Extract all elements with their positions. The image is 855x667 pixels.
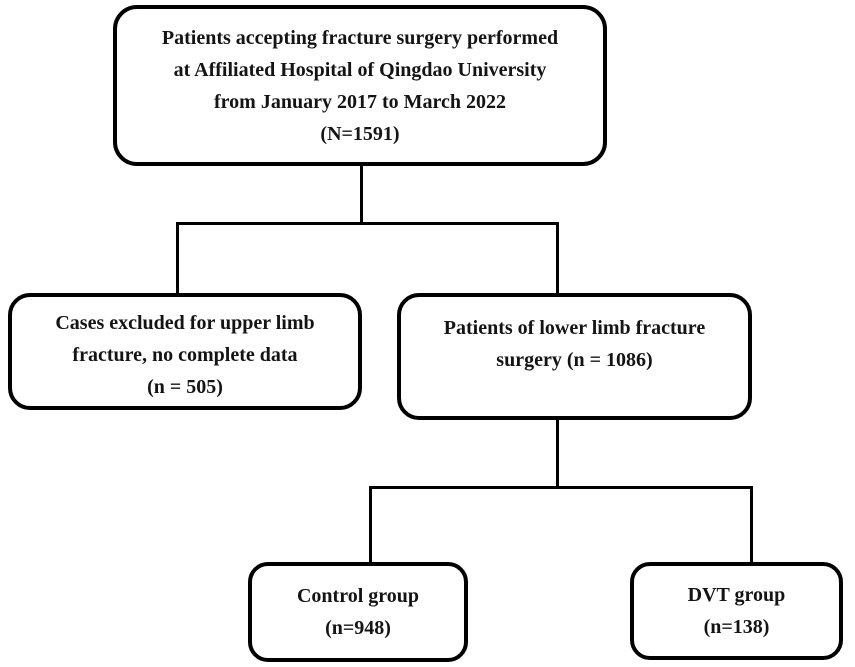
text-line: (n=948): [325, 617, 391, 639]
box-dvt-group-text: DVT group (n=138): [634, 579, 839, 643]
text-line: (n = 505): [147, 375, 223, 398]
text-line: DVT group: [687, 584, 786, 606]
box-excluded-cases-text: Cases excluded for upper limb fracture, …: [12, 307, 358, 403]
connector-excluded-drop: [176, 222, 179, 295]
text-line: Patients of lower limb fracture: [443, 316, 706, 339]
text-line: (N=1591): [320, 122, 400, 145]
text-line: from January 2017 to March 2022: [213, 90, 506, 113]
connector-lower-limb-drop: [556, 222, 559, 295]
text-line: surgery (n = 1086): [496, 348, 653, 371]
box-dvt-group: DVT group (n=138): [630, 562, 843, 660]
text-line: fracture, no complete data: [72, 343, 298, 366]
box-control-group-text: Control group (n=948): [252, 580, 464, 644]
connector-upper-bus: [176, 222, 559, 225]
connector-control-drop: [369, 486, 372, 564]
box-excluded-cases: Cases excluded for upper limb fracture, …: [8, 293, 362, 410]
box-total-patients-text: Patients accepting fracture surgery perf…: [117, 22, 603, 150]
text-line: Patients accepting fracture surgery perf…: [161, 26, 559, 49]
text-line: Cases excluded for upper limb: [55, 311, 315, 334]
text-line: at Affiliated Hospital of Qingdao Univer…: [173, 58, 547, 81]
connector-lower-limb-stem: [556, 418, 559, 488]
box-lower-limb-patients-text: Patients of lower limb fracture surgery …: [401, 312, 748, 376]
box-lower-limb-patients: Patients of lower limb fracture surgery …: [397, 293, 752, 420]
text-line: Control group: [296, 585, 420, 607]
connector-lower-bus: [369, 486, 753, 489]
box-control-group: Control group (n=948): [248, 562, 468, 662]
connector-total-stem: [360, 165, 363, 225]
text-line: (n=138): [703, 616, 770, 638]
connector-dvt-drop: [750, 486, 753, 564]
box-total-patients: Patients accepting fracture surgery perf…: [113, 5, 607, 166]
